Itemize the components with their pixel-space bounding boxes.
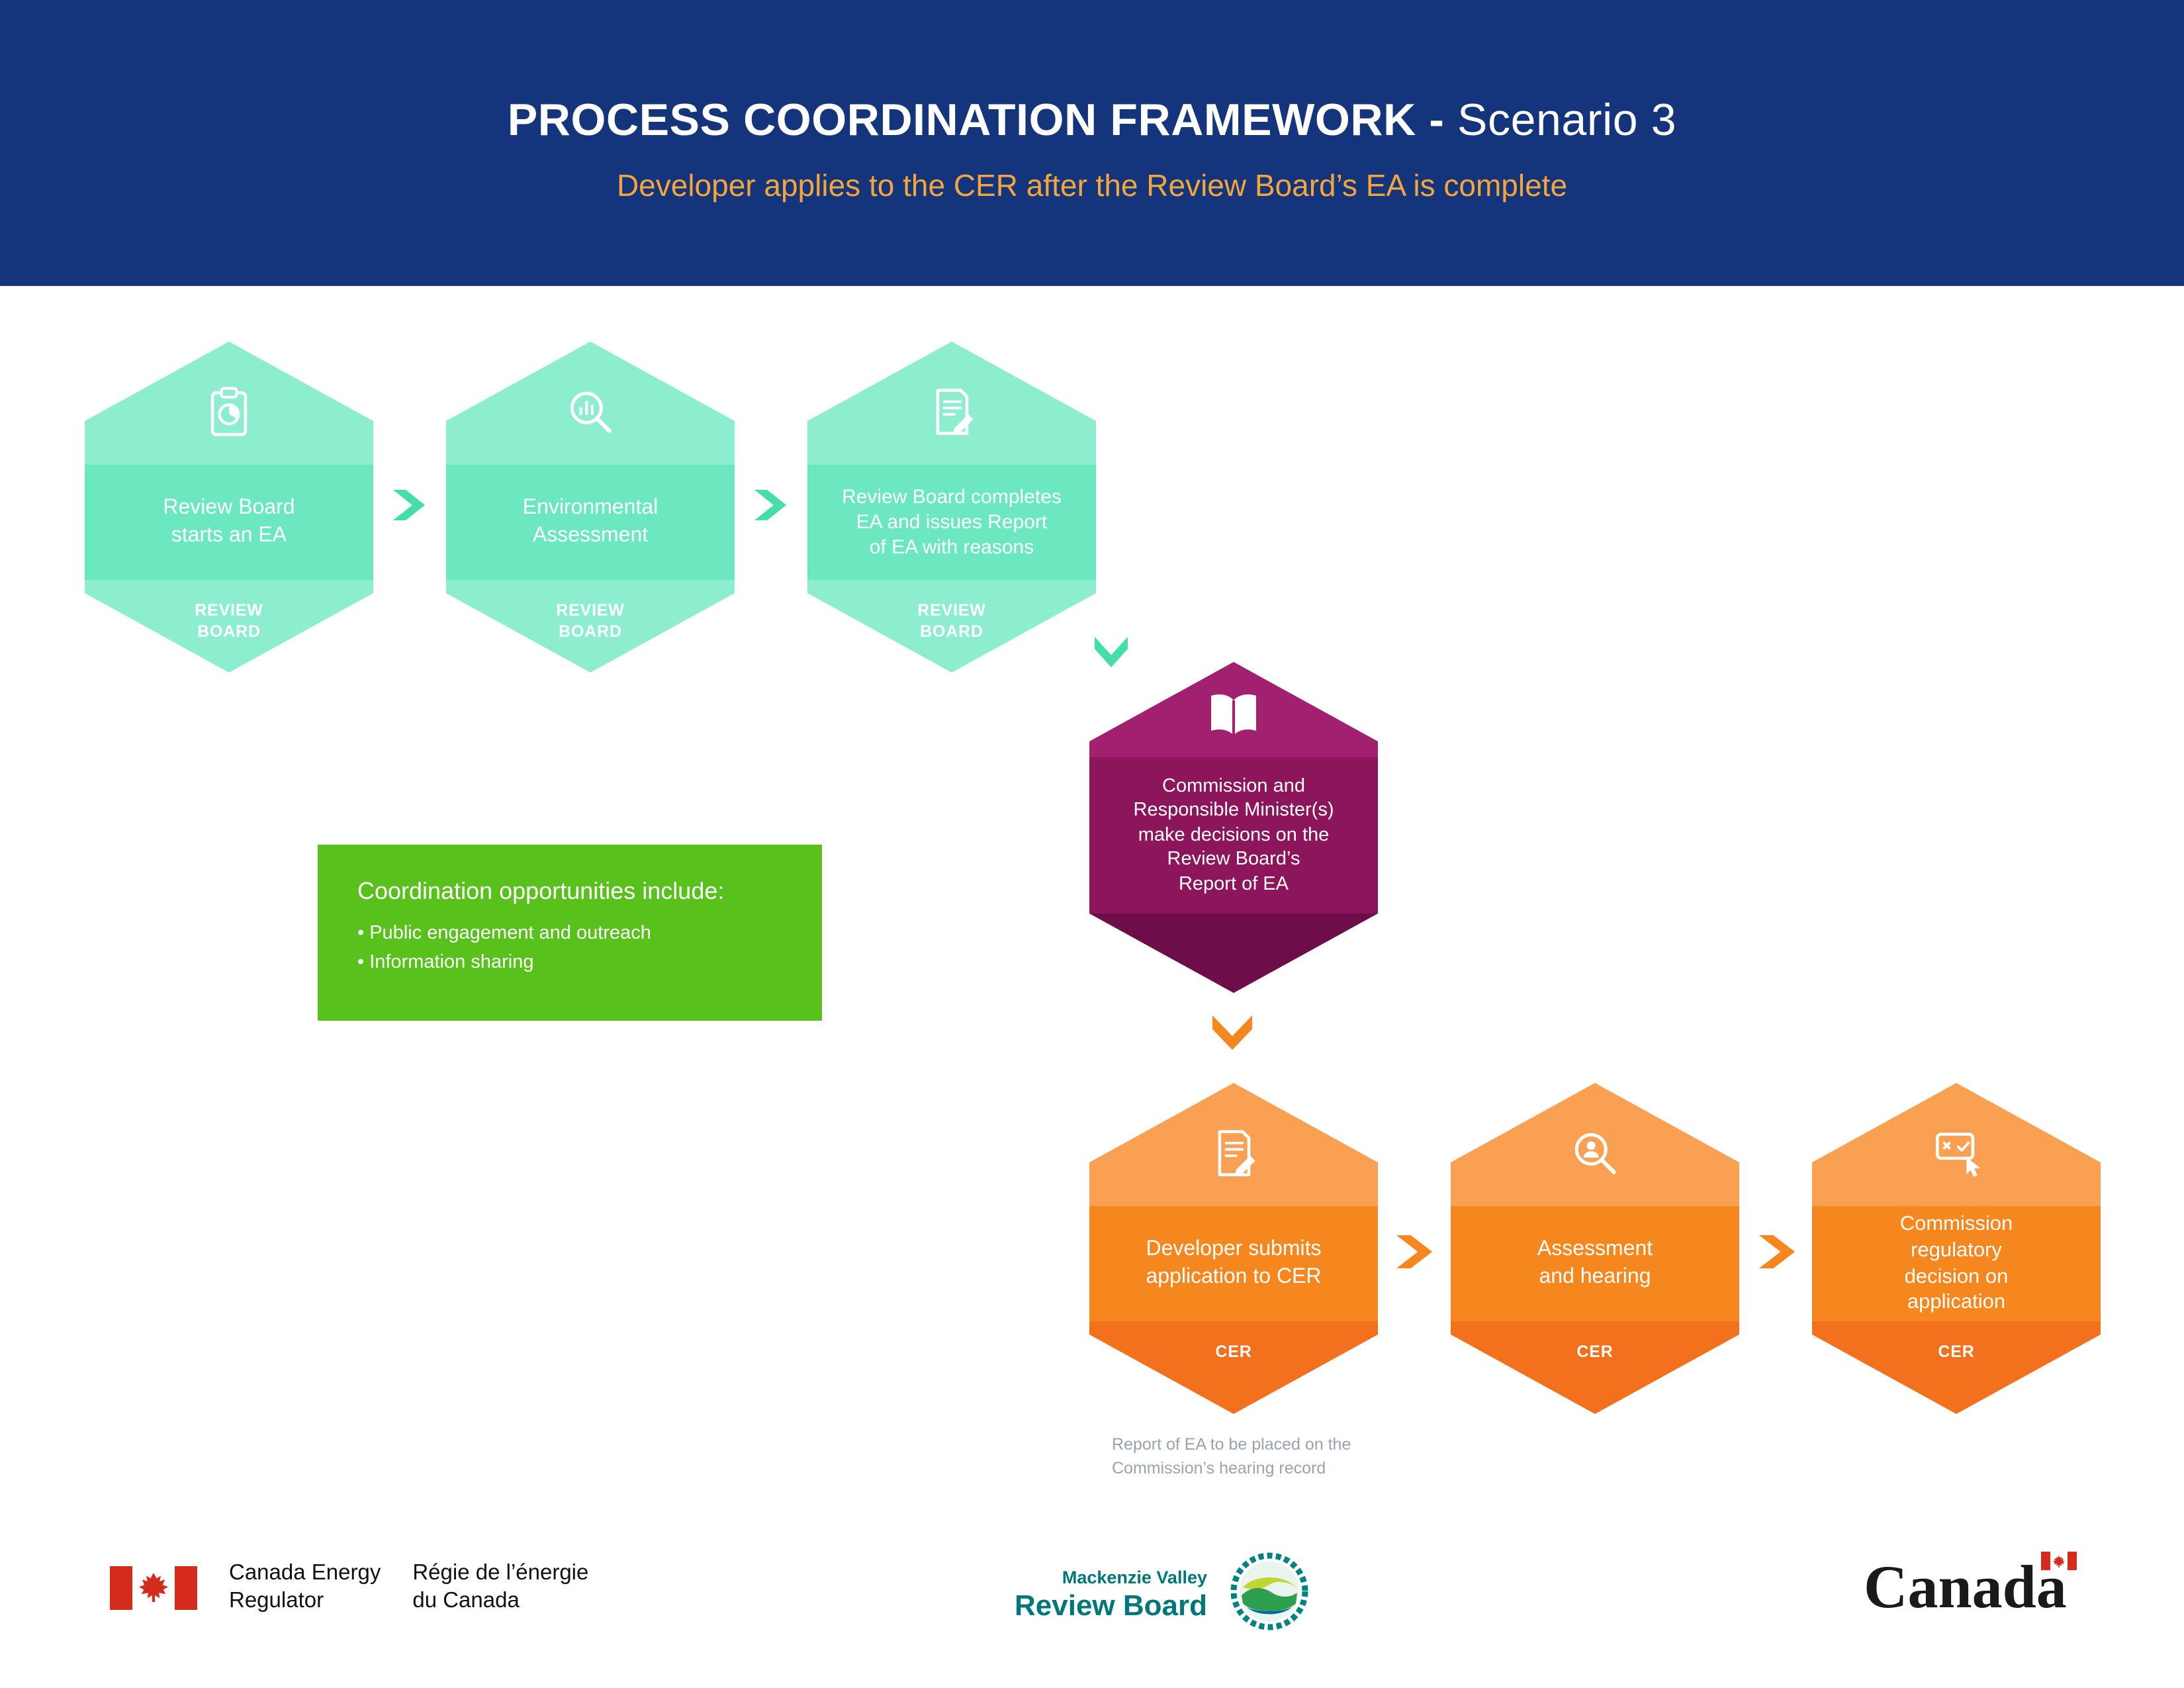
cer-name-french: Régie de l’énergie du Canada — [412, 1561, 589, 1613]
hex-mid-section — [1451, 1206, 1739, 1321]
step-commission-regulatory-decision: Commission regulatory decision on applic… — [1812, 1083, 2101, 1414]
canada-wordmark: Canada — [1864, 1552, 2077, 1618]
hex-mid-section — [1812, 1206, 2101, 1321]
step-review-board-starts-ea: Review Board starts an EA REVIEW BOARD — [85, 342, 373, 673]
magnifier-person-icon — [1565, 1083, 1625, 1206]
page-subtitle: Developer applies to the CER after the R… — [616, 168, 1568, 203]
canada-flag-icon — [110, 1566, 197, 1610]
hex-mid-section — [1089, 757, 1378, 914]
step-org-label: REVIEW BOARD — [556, 601, 625, 641]
header-banner: PROCESS COORDINATION FRAMEWORK - Scenari… — [0, 0, 2184, 286]
coordination-box-title: Coordination opportunities include: — [357, 878, 725, 904]
page-title-main: PROCESS COORDINATION FRAMEWORK - — [507, 95, 1458, 146]
step-org-label: REVIEW BOARD — [917, 601, 986, 641]
page-title: PROCESS COORDINATION FRAMEWORK - Scenari… — [508, 95, 1676, 147]
step-review-board-completes-ea: Review Board completes EA and issues Rep… — [807, 342, 1096, 673]
arrow-right-icon — [1759, 1235, 1795, 1268]
hex-mid-section — [85, 465, 373, 580]
step-org-label: CER — [1938, 1342, 1975, 1361]
hearing-record-note: Report of EA to be placed on the Commiss… — [1112, 1435, 1351, 1478]
cer-government-logo: Canada Energy Regulator Régie de l’énerg… — [110, 1560, 588, 1617]
step-org-label: REVIEW BOARD — [195, 601, 263, 641]
arrow-right-icon — [754, 490, 786, 520]
step-assessment-and-hearing: Assessment and hearing CER — [1451, 1083, 1739, 1414]
step-label: Commission regulatory decision on applic… — [1899, 1212, 2013, 1314]
step-label: Assessment and hearing — [1537, 1238, 1653, 1288]
step-label: Environmental Assessment — [522, 496, 659, 546]
step-label: Review Board completes EA and issues Rep… — [842, 485, 1062, 559]
open-book-icon — [1202, 662, 1265, 757]
coordination-box-item: Information sharing — [357, 949, 782, 978]
step-label: Developer submits application to CER — [1146, 1238, 1322, 1288]
checkbox-hand-icon — [1925, 1083, 1988, 1206]
mvrb-logo-icon — [1230, 1552, 1309, 1638]
step-developer-submits-application: Developer submits application to CER CER — [1089, 1083, 1378, 1414]
hex-mid-section — [807, 465, 1096, 580]
page-title-scenario: Scenario 3 — [1457, 95, 1677, 146]
arrow-right-icon — [393, 490, 425, 520]
step-label: Review Board starts an EA — [163, 496, 295, 546]
hex-mid-section — [1089, 1206, 1378, 1321]
mackenzie-valley-review-board-logo: Mackenzie Valley Review Board — [979, 1552, 1309, 1638]
coordination-box-list: Public engagement and outreach Informati… — [357, 920, 782, 978]
step-environmental-assessment: Environmental Assessment REVIEW BOARD — [446, 342, 735, 673]
arrow-down-icon — [1212, 1015, 1252, 1050]
step-label: Commission and Responsible Minister(s) m… — [1133, 775, 1334, 895]
step-commission-minister-decision: Commission and Responsible Minister(s) m… — [1089, 662, 1378, 993]
coordination-box-item: Public engagement and outreach — [357, 920, 782, 949]
mvrb-logo-line1: Mackenzie Valley — [1062, 1567, 1207, 1587]
document-pen-icon — [921, 342, 982, 465]
step-org-label: CER — [1576, 1342, 1614, 1361]
magnifier-chart-icon — [560, 342, 621, 465]
arrow-right-icon — [1396, 1235, 1432, 1268]
document-pen-icon — [1203, 1083, 1264, 1206]
step-org-label: CER — [1215, 1342, 1252, 1361]
coordination-opportunities-box: Coordination opportunities include: Publ… — [318, 845, 822, 1021]
cer-name-english: Canada Energy Regulator — [229, 1561, 381, 1613]
wordmark-flag-icon — [2041, 1552, 2077, 1570]
clipboard-chart-icon — [199, 342, 259, 465]
hex-mid-section — [446, 465, 735, 580]
canada-wordmark-text: Canada — [1864, 1553, 2067, 1620]
mvrb-logo-line2: Review Board — [1015, 1588, 1207, 1621]
arrow-down-icon — [1095, 637, 1128, 667]
